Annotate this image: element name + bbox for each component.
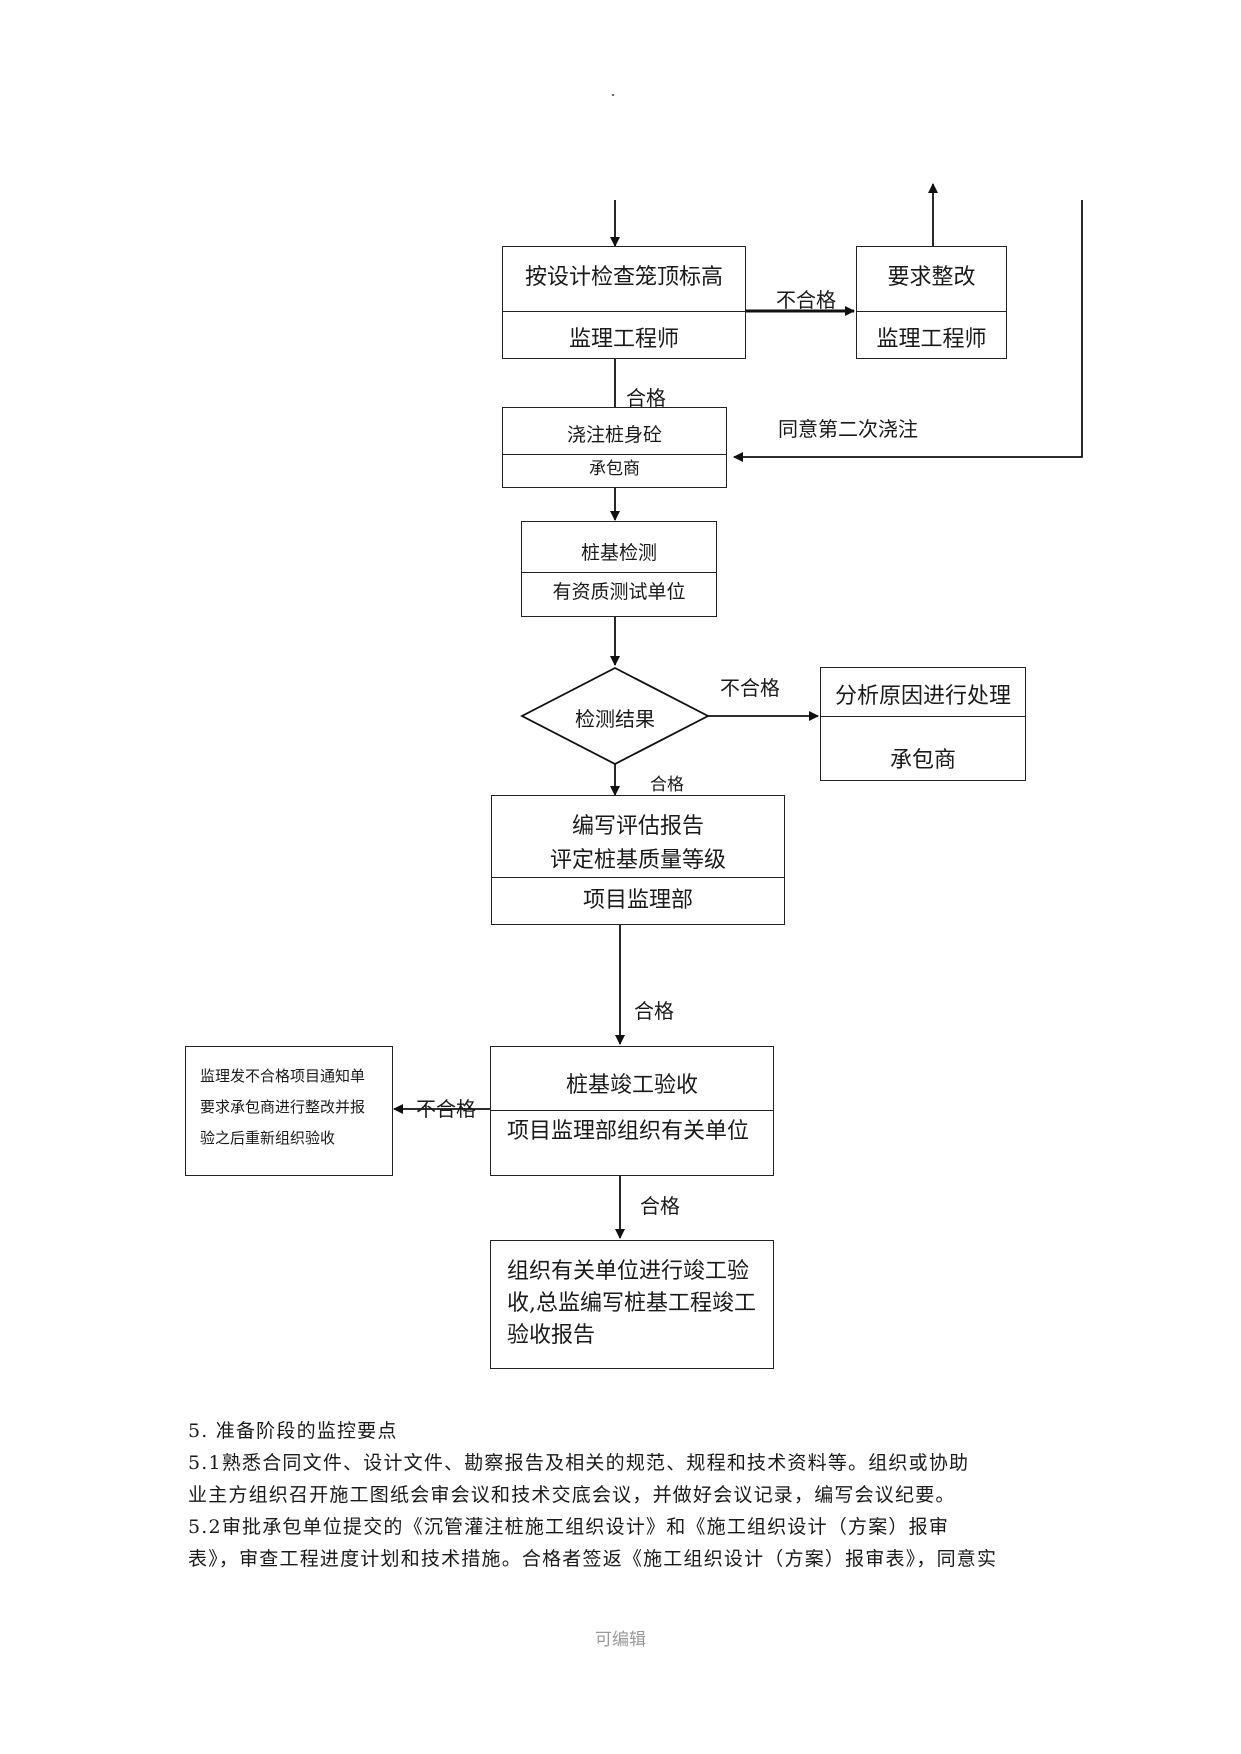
analyze-role: 承包商 <box>889 748 956 773</box>
loop-second-pour <box>733 200 1083 462</box>
rectify-box: 要求整改 监理工程师 <box>856 246 1007 359</box>
label-second-pour: 同意第二次浇注 <box>778 417 918 441</box>
paragraph-2-line-1: 5.2审批承包单位提交的《沉管灌注桩施工组织设计》和《施工组织设计（方案）报审 <box>188 1516 950 1538</box>
rectify-divider <box>857 311 1006 312</box>
paragraph-1-line-1: 5.1熟悉合同文件、设计文件、勘察报告及相关的规范、规程和技术资料等。组织或协助 <box>188 1452 970 1474</box>
pour-role: 承包商 <box>589 459 640 479</box>
report-box: 编写评估报告 评定桩基质量等级 项目监理部 <box>491 795 785 925</box>
pour-title: 浇注桩身砼 <box>566 424 662 446</box>
check-cage-role: 监理工程师 <box>568 327 679 352</box>
label-pass-report: 合格 <box>634 999 674 1023</box>
pour-divider <box>503 454 726 455</box>
report-divider <box>492 877 784 878</box>
label-fail-acceptance: 不合格 <box>416 1097 476 1121</box>
analyze-title: 分析原因进行处理 <box>834 684 1011 709</box>
paragraph-1-line-2: 业主方组织召开施工图纸会审会议和技术交底会议，并做好会议记录，编写会议纪要。 <box>188 1484 956 1506</box>
rectify-title: 要求整改 <box>887 265 976 290</box>
acceptance-title: 桩基竣工验收 <box>565 1073 698 1098</box>
paragraph-2-line-2: 表》，审查工程进度计划和技术措施。合格者签返《施工组织设计（方案）报审表》，同意… <box>188 1548 998 1570</box>
nonconform-note-box: 监理发不合格项目通知单 要求承包商进行整改并报 验之后重新组织验收 <box>185 1046 393 1176</box>
label-pass-check: 合格 <box>626 386 666 410</box>
acceptance-role: 项目监理部组织有关单位 <box>507 1119 750 1144</box>
page-mark <box>612 94 614 96</box>
decision-diamond <box>520 666 710 766</box>
final-report-box: 组织有关单位进行竣工验 收,总监编写桩基工程竣工 验收报告 <box>490 1240 774 1369</box>
decision-title: 检测结果 <box>575 707 655 731</box>
page-footer: 可编辑 <box>595 1630 646 1650</box>
acceptance-box: 桩基竣工验收 项目监理部组织有关单位 <box>490 1046 774 1176</box>
report-line-1: 编写评估报告 <box>571 814 704 839</box>
nonconform-note-line-2: 要求承包商进行整改并报 <box>200 1098 366 1116</box>
final-line-1: 组织有关单位进行竣工验 <box>507 1259 750 1284</box>
acceptance-divider <box>491 1110 773 1111</box>
nonconform-note-line-3: 验之后重新组织验收 <box>200 1129 336 1147</box>
check-cage-title: 按设计检查笼顶标高 <box>524 265 723 290</box>
label-pass-acceptance: 合格 <box>640 1194 680 1218</box>
check-cage-box: 按设计检查笼顶标高 监理工程师 <box>502 246 746 359</box>
final-line-3: 验收报告 <box>507 1323 596 1348</box>
pile-test-title: 桩基检测 <box>580 542 657 564</box>
rectify-role: 监理工程师 <box>876 327 987 352</box>
nonconform-note-line-1: 监理发不合格项目通知单 <box>200 1067 366 1085</box>
label-fail-decision: 不合格 <box>720 676 780 700</box>
report-role: 项目监理部 <box>582 888 693 913</box>
pour-box: 浇注桩身砼 承包商 <box>502 407 727 488</box>
final-line-2: 收,总监编写桩基工程竣工 <box>507 1291 756 1316</box>
check-cage-divider <box>503 311 745 312</box>
pile-test-box: 桩基检测 有资质测试单位 <box>521 521 717 617</box>
pile-test-divider <box>522 572 716 573</box>
analyze-box: 分析原因进行处理 承包商 <box>820 667 1026 781</box>
analyze-divider <box>821 716 1025 717</box>
pile-test-role: 有资质测试单位 <box>552 581 686 603</box>
report-line-2: 评定桩基质量等级 <box>549 848 726 873</box>
label-fail-check: 不合格 <box>776 288 836 312</box>
label-pass-decision: 合格 <box>650 775 684 795</box>
section-heading: 5. 准备阶段的监控要点 <box>188 1420 398 1442</box>
